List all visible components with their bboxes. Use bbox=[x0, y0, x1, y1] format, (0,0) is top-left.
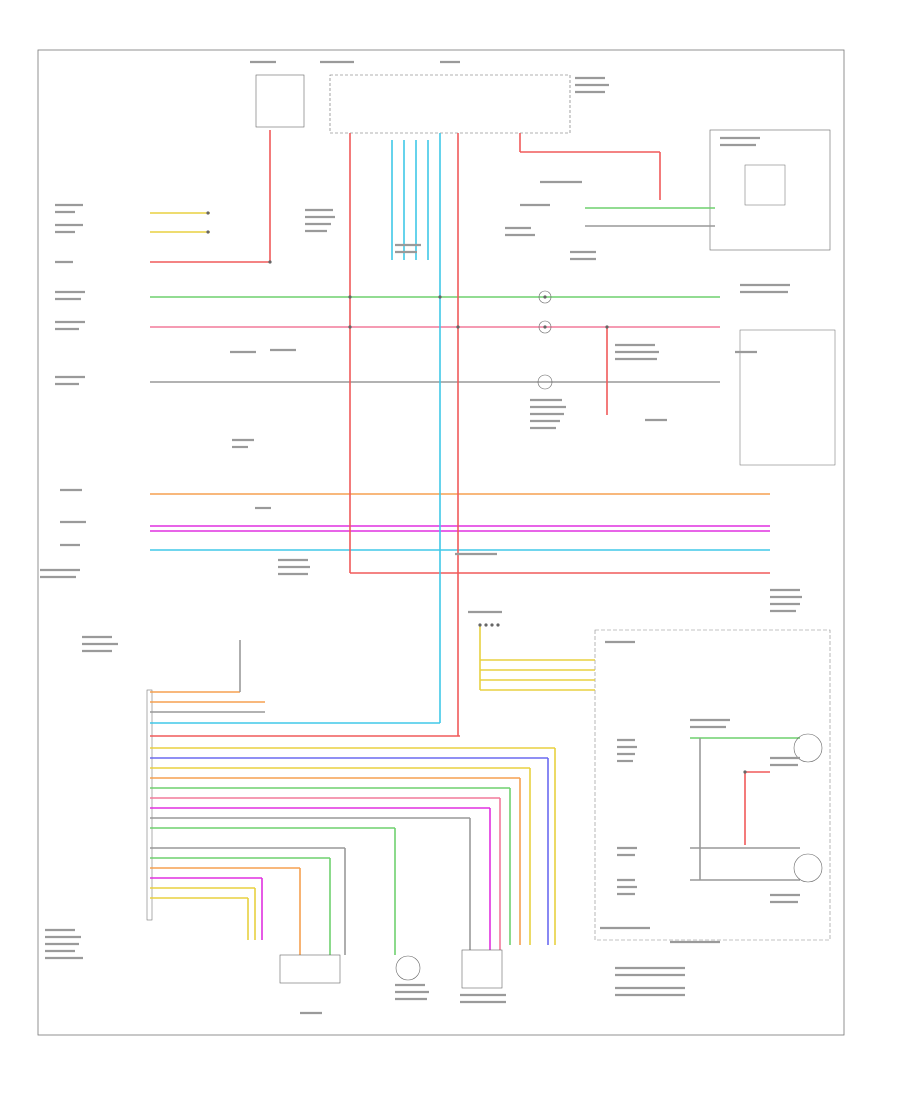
switch-box-right bbox=[739, 329, 836, 466]
splice-dot bbox=[348, 295, 352, 299]
splice-dot bbox=[478, 623, 482, 627]
ecm-box bbox=[146, 689, 153, 921]
splice-dot bbox=[348, 325, 352, 329]
splice-dot bbox=[268, 260, 272, 264]
splice-dot bbox=[490, 623, 494, 627]
sensor-lower bbox=[793, 853, 823, 883]
relay-inner bbox=[744, 164, 786, 206]
connector-c3 bbox=[537, 374, 553, 390]
fuse-box-center bbox=[329, 74, 571, 134]
splice-dot bbox=[456, 325, 460, 329]
splice-dot bbox=[496, 623, 500, 627]
splice-dot bbox=[743, 770, 747, 774]
connector-block bbox=[461, 949, 503, 989]
connector-c2 bbox=[538, 320, 552, 334]
splice-dot bbox=[206, 211, 210, 215]
throttle-body bbox=[279, 954, 341, 984]
splice-dot bbox=[438, 295, 442, 299]
components bbox=[279, 290, 823, 989]
splice-dot bbox=[605, 325, 609, 329]
splice-dot bbox=[543, 295, 547, 299]
fuse-box-group bbox=[146, 74, 836, 941]
sensor-upper bbox=[793, 733, 823, 763]
fuse-box-left bbox=[255, 74, 305, 128]
tcm-box bbox=[594, 629, 831, 941]
diagram-frame bbox=[37, 49, 845, 1036]
connector-c1 bbox=[538, 290, 552, 304]
horizontal-wires bbox=[150, 151, 800, 899]
vertical-wires bbox=[239, 130, 746, 955]
speed-sensor bbox=[395, 955, 421, 981]
splice-dot bbox=[206, 230, 210, 234]
splice-dot bbox=[543, 325, 547, 329]
label-marks bbox=[40, 60, 802, 1015]
splice-dot bbox=[484, 623, 488, 627]
splice-dots bbox=[206, 211, 747, 774]
relay-box-right bbox=[709, 129, 831, 251]
